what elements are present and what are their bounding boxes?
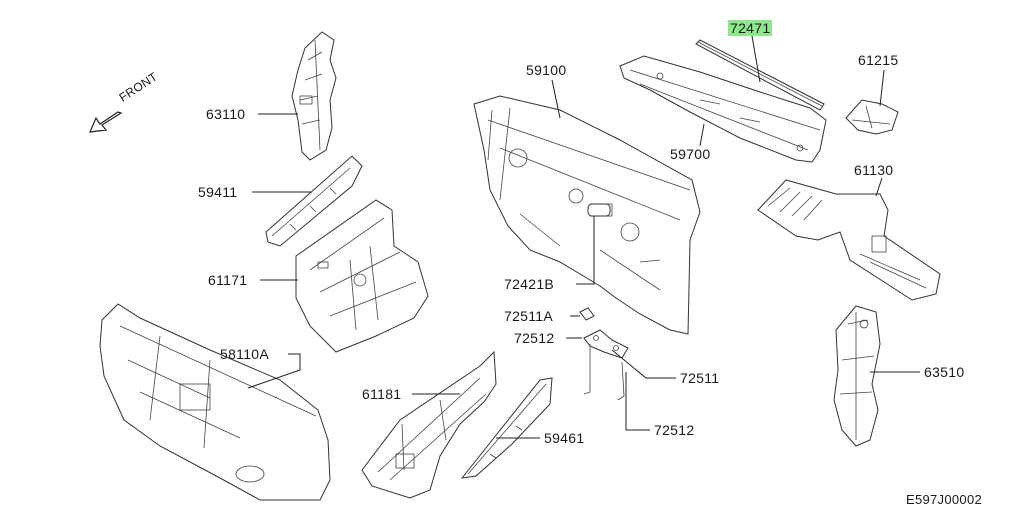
part-58110a-core-support bbox=[99, 303, 331, 501]
part-59700-cowl bbox=[619, 55, 827, 163]
front-arrow-icon bbox=[89, 111, 123, 133]
part-72511-bracket bbox=[583, 329, 629, 359]
label-58110a[interactable]: 58110A bbox=[220, 346, 270, 362]
label-61215[interactable]: 61215 bbox=[858, 52, 899, 68]
part-63510-panel bbox=[833, 305, 881, 447]
label-63110[interactable]: 63110 bbox=[206, 106, 246, 122]
label-59461[interactable]: 59461 bbox=[544, 430, 585, 446]
part-72421b-grommet bbox=[587, 203, 611, 217]
part-61130-floor bbox=[757, 179, 941, 301]
diagram-code: E597J00002 bbox=[906, 492, 983, 507]
part-59461-reinforcement bbox=[460, 377, 553, 479]
part-72512-bolt-b bbox=[617, 361, 625, 401]
part-72512-bolt-a bbox=[583, 344, 591, 395]
part-72511a-clip bbox=[579, 307, 595, 321]
label-72471[interactable]: 72471 bbox=[728, 20, 773, 36]
part-61171-panel bbox=[295, 199, 429, 353]
part-72471-seal bbox=[695, 39, 825, 111]
label-61171[interactable]: 61171 bbox=[208, 272, 248, 288]
part-59411-bracket bbox=[265, 155, 363, 247]
part-61181-panel bbox=[361, 350, 497, 499]
label-59100[interactable]: 59100 bbox=[526, 62, 567, 78]
label-59700[interactable]: 59700 bbox=[670, 146, 711, 162]
label-72421b[interactable]: 72421B bbox=[504, 276, 555, 292]
part-61215-bracket bbox=[845, 99, 899, 135]
label-72511[interactable]: 72511 bbox=[680, 370, 720, 386]
label-61130[interactable]: 61130 bbox=[854, 162, 894, 178]
label-61181[interactable]: 61181 bbox=[362, 386, 402, 402]
label-72512-upper[interactable]: 72512 bbox=[514, 330, 555, 346]
label-72512-lower[interactable]: 72512 bbox=[654, 422, 695, 438]
part-59100-dash-panel bbox=[473, 95, 701, 335]
part-63110-panel bbox=[291, 31, 337, 161]
label-59411[interactable]: 59411 bbox=[198, 184, 238, 200]
leader-lines bbox=[247, 35, 920, 439]
label-72511a[interactable]: 72511A bbox=[504, 308, 554, 324]
label-63510[interactable]: 63510 bbox=[924, 364, 965, 380]
